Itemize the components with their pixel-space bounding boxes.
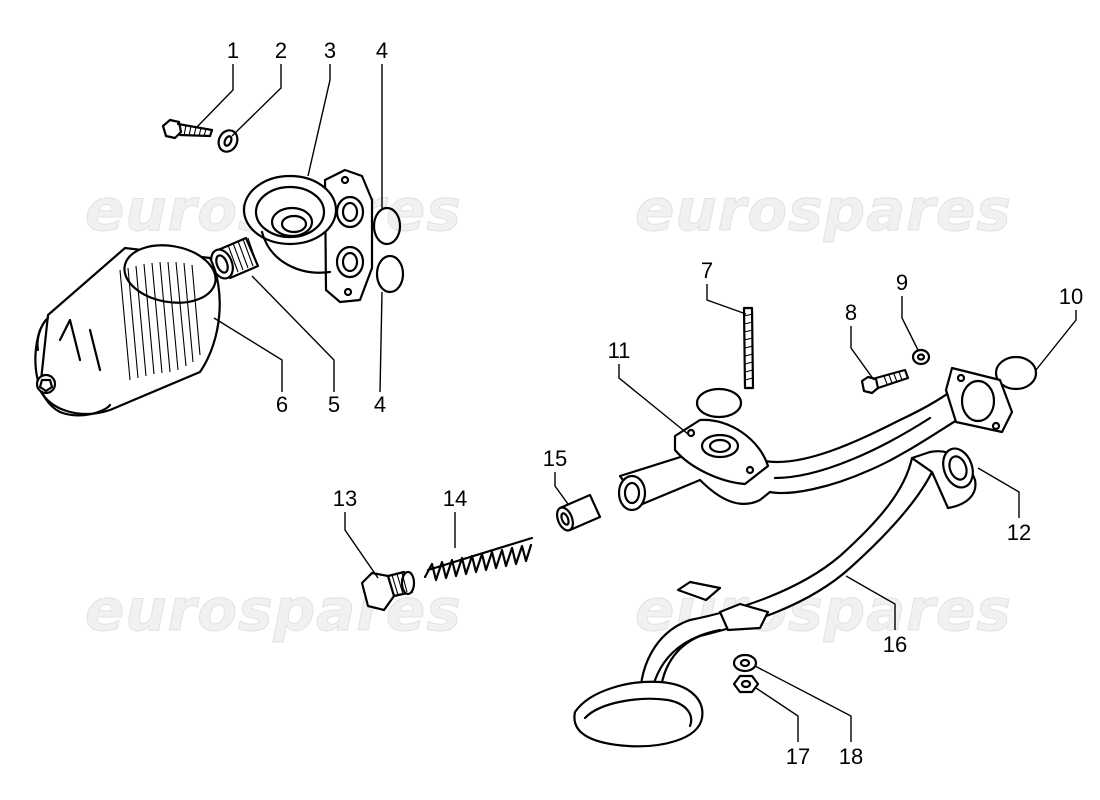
part-13-plug bbox=[360, 570, 416, 612]
part-6-filter-canister bbox=[34, 244, 221, 417]
part-9-washer bbox=[911, 348, 931, 366]
part-7-stud bbox=[742, 306, 755, 390]
watermark-top-right: eurospares bbox=[635, 176, 1012, 244]
callout-14: 14 bbox=[443, 486, 467, 511]
callout-9: 9 bbox=[896, 270, 908, 295]
part-11-gasket bbox=[695, 387, 743, 419]
callout-17: 17 bbox=[786, 744, 810, 769]
callout-labels: 1 2 3 4 4 5 6 7 8 9 10 11 12 13 14 15 16… bbox=[227, 38, 1083, 769]
callout-18: 18 bbox=[839, 744, 863, 769]
watermarks: eurospares eurospares eurospares eurospa… bbox=[85, 176, 1012, 645]
callout-15: 15 bbox=[543, 446, 567, 471]
callout-13: 13 bbox=[333, 486, 357, 511]
callout-7: 7 bbox=[701, 258, 713, 283]
callout-4-bottom: 4 bbox=[374, 392, 386, 417]
watermark-bottom-left: eurospares bbox=[85, 576, 462, 644]
part-18-washer bbox=[732, 653, 758, 673]
part-1-bolt bbox=[161, 118, 214, 140]
callout-12: 12 bbox=[1007, 520, 1031, 545]
canister-ribs bbox=[119, 261, 201, 381]
callout-8: 8 bbox=[845, 300, 857, 325]
callout-16: 16 bbox=[883, 632, 907, 657]
callout-1: 1 bbox=[227, 38, 239, 63]
callout-2: 2 bbox=[275, 38, 287, 63]
callout-4-top: 4 bbox=[376, 38, 388, 63]
callout-5: 5 bbox=[328, 392, 340, 417]
callout-10: 10 bbox=[1059, 284, 1083, 309]
part-16-suction-pipe bbox=[573, 447, 977, 748]
callout-6: 6 bbox=[276, 392, 288, 417]
callout-3: 3 bbox=[324, 38, 336, 63]
part-17-nut bbox=[732, 674, 760, 694]
part-4-o-rings bbox=[372, 206, 405, 294]
part-14-spring bbox=[423, 536, 534, 582]
part-15-sleeve bbox=[556, 493, 602, 532]
part-10-gasket bbox=[994, 355, 1038, 391]
part-11-delivery-pipe bbox=[617, 366, 1014, 512]
part-5-threaded-nipple bbox=[210, 236, 260, 280]
part-3-filter-housing bbox=[242, 168, 374, 304]
part-8-bolt bbox=[860, 368, 910, 395]
callout-11: 11 bbox=[608, 338, 631, 363]
leader-lines bbox=[195, 64, 1077, 742]
